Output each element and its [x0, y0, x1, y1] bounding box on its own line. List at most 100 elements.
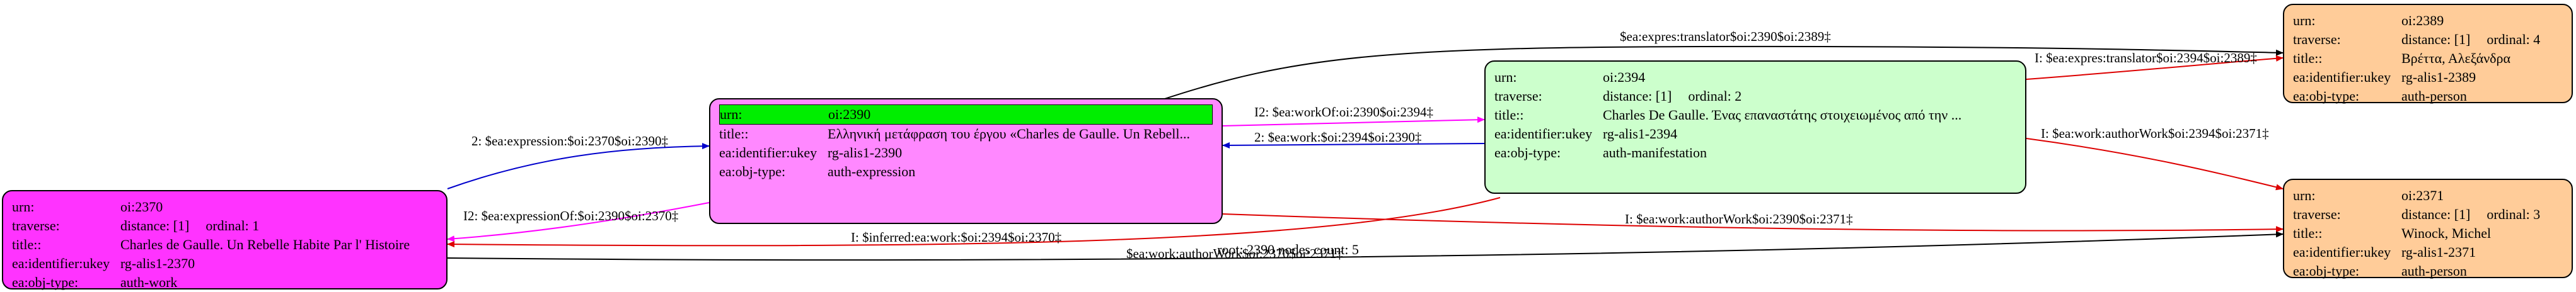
node-row-traverse: traverse: distance: [1] ordinal: 2 — [1494, 87, 2016, 106]
node-oi-2389[interactable]: urn: oi:2389 traverse: distance: [1] ordina… — [2283, 4, 2573, 106]
traverse-value: distance: [1] ordinal: 2 — [1603, 88, 2016, 104]
row-label: traverse: — [2293, 31, 2341, 47]
node-oi-2370[interactable]: urn: oi:2370 traverse: distance: [1] ordina… — [2, 190, 448, 292]
row-label: ea:identifier:ukey — [2293, 244, 2391, 260]
row-label: title:: — [1494, 107, 1524, 123]
row-label: ea:identifier:ukey — [719, 145, 817, 160]
node-row-objtype: ea:obj-type: auth-work — [12, 273, 437, 292]
urn-value: oi:2389 — [2401, 13, 2444, 28]
traverse-value: distance: [1] ordinal: 3 — [2401, 206, 2563, 223]
edge-label-2394-2370: I: $inferred:ea:work:$oi:2394$oi:2370‡ — [851, 230, 1062, 245]
node-row-title: title::Charles de Gaulle. Un Rebelle Hab… — [12, 235, 437, 254]
node-row-traverse: traverse: distance: [1] ordinal: 4 — [2293, 30, 2563, 49]
edge-label-2370-2371: $ea:work:authorWork$oi:2370$oi:2371‡ — [1126, 246, 1343, 261]
edge-2394-2371 — [2026, 138, 2284, 191]
edge-label-2390-2389: $ea:expres:translator$oi:2390$oi:2389‡ — [1620, 29, 1831, 44]
title-value: Ελληνική μετάφραση του έργου «Charles de… — [828, 126, 1190, 142]
distance-value: distance: [1] — [120, 218, 190, 233]
node-oi-2394[interactable]: urn: oi:2394 traverse: distance: [1] ordina… — [1484, 60, 2026, 194]
graph-footer: root: 2390 nodes count: 5 — [1217, 242, 1359, 257]
objtype-value: auth-expression — [828, 164, 916, 179]
node-row-traverse: traverse: distance: [1] ordinal: 3 — [2293, 205, 2563, 224]
distance-value: distance: [1] — [2401, 31, 2471, 47]
node-row-ukey: ea:identifier:ukey rg-alis1-2389 — [2293, 68, 2563, 87]
row-label: traverse: — [1494, 88, 1542, 104]
row-label: urn: — [2293, 13, 2316, 28]
edge-label-2390-2371: I: $ea:work:authorWork$oi:2390$oi:2371‡ — [1625, 211, 1853, 227]
edge-2390-2394 — [1222, 116, 1485, 126]
ukey-value: rg-alis1-2389 — [2401, 69, 2476, 85]
node-row-urn: urn: oi:2370 — [12, 198, 437, 216]
row-label: traverse: — [12, 218, 60, 233]
edge-2390-2389 — [1162, 45, 2284, 100]
objtype-value: auth-work — [120, 274, 178, 290]
objtype-value: auth-person — [2401, 88, 2467, 104]
node-row-title: title::Βρέττα, Αλεξάνδρα — [2293, 49, 2563, 68]
row-label: traverse: — [2293, 206, 2341, 222]
edge-label-2390-2370: I2: $ea:expressionOf:$oi:2390$oi:2370‡ — [463, 208, 679, 223]
node-row-objtype: ea:obj-type: auth-manifestation — [1494, 143, 2016, 162]
edge-2394-2389 — [2026, 55, 2284, 80]
node-row-title: title::Winock, Michel — [2293, 224, 2563, 243]
node-row-objtype: ea:obj-type: auth-expression — [719, 162, 1213, 181]
node-row-urn-highlighted: urn: oi:2390 — [719, 104, 1213, 125]
row-label: title:: — [2293, 50, 2323, 66]
ukey-value: rg-alis1-2394 — [1603, 126, 1678, 142]
node-oi-2390[interactable]: urn: oi:2390 title::Ελληνική μετάφραση το… — [709, 98, 1223, 224]
row-label: ea:obj-type: — [719, 164, 786, 179]
row-label: ea:obj-type: — [2293, 88, 2360, 104]
row-label: urn: — [720, 106, 742, 122]
edge-label-2394-2390: 2: $ea:work:$oi:2394$oi:2390‡ — [1254, 130, 1422, 145]
node-row-urn: urn: oi:2389 — [2293, 11, 2563, 30]
edge-label-2394-2371: I: $ea:work:authorWork$oi:2394$oi:2371‡ — [2041, 126, 2269, 141]
objtype-value: auth-person — [2401, 263, 2467, 279]
row-label: ea:identifier:ukey — [2293, 69, 2391, 85]
node-row-traverse: traverse: distance: [1] ordinal: 1 — [12, 216, 437, 235]
distance-value: distance: [1] — [2401, 206, 2471, 222]
node-row-urn: urn: oi:2394 — [1494, 68, 2016, 87]
title-value: Charles De Gaulle. Ένας επαναστάτης στοι… — [1603, 107, 1962, 123]
node-row-ukey: ea:identifier:ukey rg-alis1-2394 — [1494, 125, 2016, 143]
node-row-urn: urn: oi:2371 — [2293, 186, 2563, 205]
edge-label-2394-2389: I: $ea:expres:translator$oi:2394$oi:2389… — [2035, 50, 2257, 65]
traverse-value: distance: [1] ordinal: 1 — [120, 218, 437, 234]
ordinal-value: ordinal: 4 — [2486, 31, 2541, 47]
ukey-value: rg-alis1-2390 — [828, 145, 903, 160]
row-label: ea:obj-type: — [1494, 145, 1561, 160]
node-oi-2371[interactable]: urn: oi:2371 traverse: distance: [1] ordina… — [2283, 179, 2573, 279]
row-label: title:: — [12, 237, 42, 252]
title-value: Βρέττα, Αλεξάνδρα — [2401, 50, 2511, 66]
node-row-ukey: ea:identifier:ukey rg-alis1-2390 — [719, 143, 1213, 162]
edge-label-2370-2390: 2: $ea:expression:$oi:2370$oi:2390‡ — [471, 133, 669, 149]
node-row-title: title::Ελληνική μετάφραση του έργου «Cha… — [719, 125, 1213, 143]
edge-2394-2370 — [447, 197, 1501, 248]
urn-value: oi:2394 — [1603, 69, 1646, 85]
urn-value: oi:2371 — [2401, 188, 2444, 203]
ordinal-value: ordinal: 2 — [1688, 88, 1742, 104]
distance-value: distance: [1] — [1603, 88, 1672, 104]
row-label: title:: — [2293, 225, 2323, 241]
edge-2390-2370 — [447, 202, 710, 242]
row-label: ea:identifier:ukey — [1494, 126, 1593, 142]
urn-value: oi:2370 — [120, 199, 163, 215]
ordinal-value: ordinal: 3 — [2486, 206, 2541, 222]
node-row-title: title::Charles De Gaulle. Ένας επαναστάτ… — [1494, 106, 2016, 125]
row-label: title:: — [719, 126, 749, 142]
ordinal-value: ordinal: 1 — [205, 218, 260, 233]
row-label: ea:obj-type: — [2293, 263, 2360, 279]
graph-edges — [447, 45, 2284, 261]
row-label: urn: — [1494, 69, 1517, 85]
node-row-objtype: ea:obj-type: auth-person — [2293, 87, 2563, 106]
row-label: urn: — [2293, 188, 2316, 203]
edge-2370-2390 — [447, 143, 710, 189]
edge-2394-2390 — [1222, 142, 1485, 149]
title-value: Winock, Michel — [2401, 225, 2492, 241]
edge-2370-2371 — [447, 231, 2284, 261]
row-label: ea:obj-type: — [12, 274, 79, 290]
edge-label-2390-2394: I2: $ea:workOf:oi:2390$oi:2394‡ — [1254, 104, 1434, 120]
urn-value: oi:2390 — [828, 106, 871, 122]
traverse-value: distance: [1] ordinal: 4 — [2401, 31, 2563, 48]
objtype-value: auth-manifestation — [1603, 145, 1707, 160]
row-label: urn: — [12, 199, 35, 215]
